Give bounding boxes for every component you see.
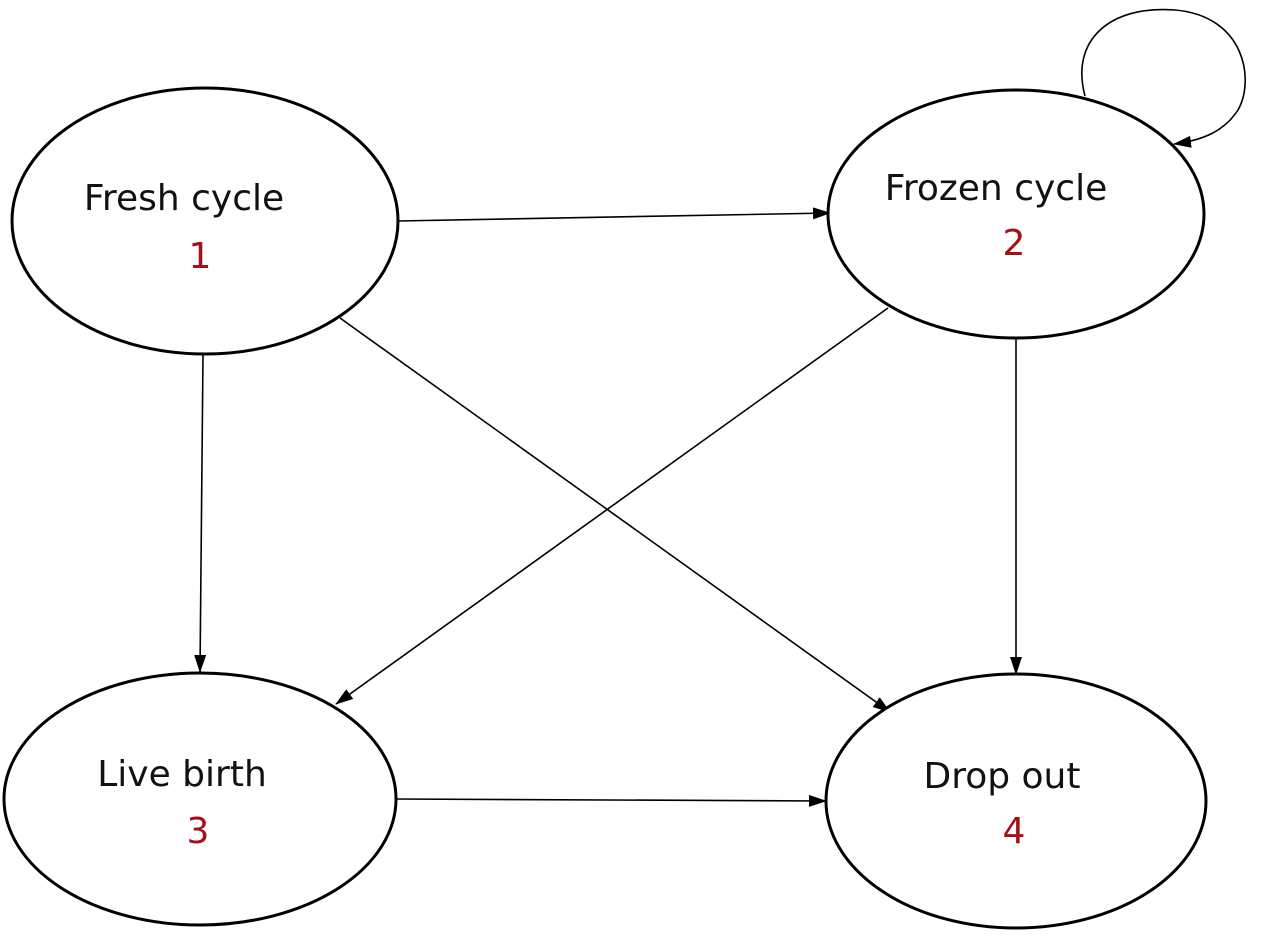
- node-frozen-cycle-shape: [826, 88, 1206, 340]
- node-live-birth-number: 3: [187, 811, 210, 852]
- node-live-birth-shape: [2, 671, 398, 927]
- node-live-birth: Live birth 3: [2, 671, 398, 927]
- node-drop-out-number: 4: [1003, 811, 1026, 852]
- node-drop-out-shape: [824, 672, 1208, 930]
- node-frozen-cycle-label: Frozen cycle: [885, 168, 1107, 209]
- edge-frozen-to-live-birth: [335, 307, 889, 705]
- edge-fresh-to-drop-out: [339, 317, 891, 713]
- edge-fresh-to-frozen: [397, 207, 831, 222]
- edge-fresh-to-live-birth: [194, 353, 207, 673]
- node-drop-out-label: Drop out: [923, 756, 1080, 797]
- edge-live-birth-to-drop-out: [395, 794, 827, 807]
- node-fresh-cycle-shape: [10, 86, 400, 356]
- node-fresh-cycle: Fresh cycle 1: [10, 86, 400, 356]
- node-fresh-cycle-number: 1: [189, 236, 212, 277]
- node-drop-out: Drop out 4: [824, 672, 1208, 930]
- node-live-birth-label: Live birth: [97, 754, 267, 795]
- node-fresh-cycle-label: Fresh cycle: [84, 178, 284, 219]
- node-frozen-cycle: Frozen cycle 2: [826, 88, 1206, 340]
- edge-frozen-self-loop: [1081, 8, 1246, 148]
- node-frozen-cycle-number: 2: [1003, 223, 1026, 264]
